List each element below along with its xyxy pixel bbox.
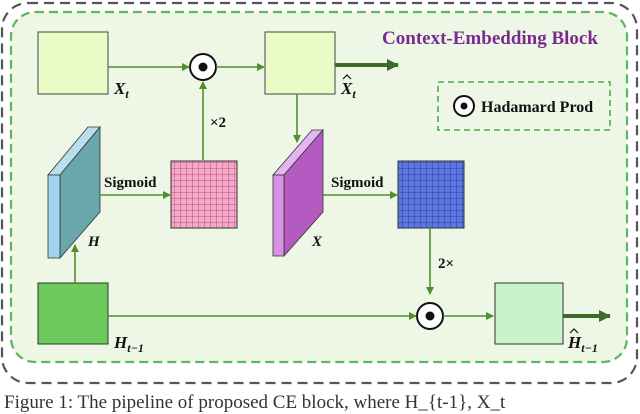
xhat-box xyxy=(264,31,336,95)
legend-box xyxy=(437,81,611,131)
xt-box xyxy=(37,31,109,95)
hhat-label: Ht−1 xyxy=(567,333,598,355)
htm1-label: Ht−1 xyxy=(113,333,144,355)
sigmoid-left-label: Sigmoid xyxy=(104,175,157,191)
block-title: Context-Embedding Block xyxy=(382,28,598,49)
x-label: X xyxy=(311,234,323,250)
pink-attention-grid xyxy=(170,160,238,229)
times2-top-label: ×2 xyxy=(210,115,226,131)
times2-right-label: 2× xyxy=(438,256,454,272)
outer-frame xyxy=(0,1,639,385)
figure-caption: Figure 1: The pipeline of proposed CE bl… xyxy=(4,392,506,413)
blue-attention-grid xyxy=(397,160,465,229)
sigmoid-right-label: Sigmoid xyxy=(331,175,384,191)
legend-label: Hadamard Prod xyxy=(481,99,593,116)
hhat-box xyxy=(494,282,564,345)
xt-label: Xt xyxy=(113,79,129,101)
h-label: H xyxy=(87,234,101,250)
xhat-label: Xt xyxy=(340,79,356,101)
htm1-box xyxy=(37,282,109,345)
